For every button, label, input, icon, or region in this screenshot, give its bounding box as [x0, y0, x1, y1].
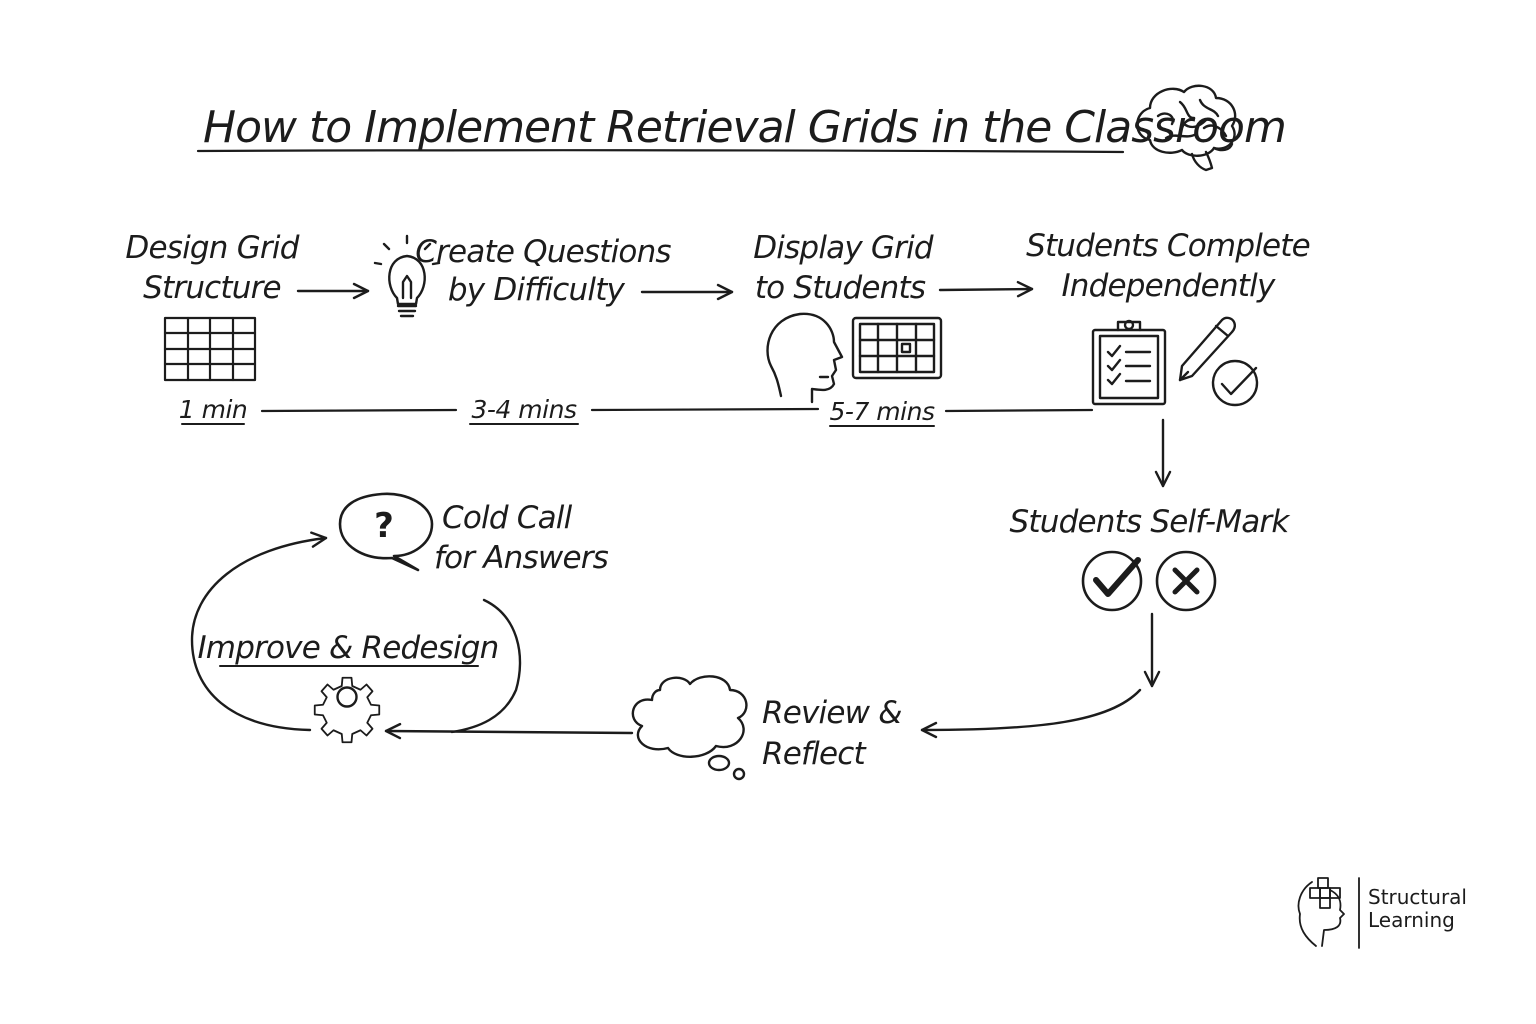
clipboard-pencil-check-icon [1091, 316, 1259, 407]
question-mark-glyph: ? [374, 506, 394, 546]
step-display-line2: to Students [755, 270, 926, 306]
page-title: How to Implement Retrieval Grids in the … [203, 102, 1286, 153]
step-complete-line2: Independently [1061, 268, 1276, 304]
step-create-line1: Create Questions [415, 234, 671, 270]
arrow-improve-to-coldcall [190, 531, 328, 732]
step-review-line2: Reflect [762, 736, 867, 772]
step-improve-label: Improve & Redesign [197, 630, 498, 666]
timing-step-1: 1 min [179, 395, 248, 424]
timeline-segment-1 [260, 408, 458, 413]
step-selfmark-label: Students Self-Mark [1010, 504, 1291, 540]
arrow-selfmark-to-review [920, 688, 1142, 739]
thought-cloud-icon [631, 675, 748, 781]
question-bubble-icon [338, 492, 434, 572]
arrow-display-to-complete [938, 280, 1034, 298]
brain-icon [1136, 84, 1237, 172]
step-design-line1: Design Grid [125, 230, 299, 266]
timeline-segment-3 [944, 408, 1094, 413]
logo-text-line2: Learning [1368, 908, 1455, 932]
timing-step-3: 5-7 mins [830, 397, 935, 426]
step-create-line2: by Difficulty [448, 272, 626, 308]
logo-text-line1: Structural [1368, 885, 1467, 909]
step-coldcall-line2: for Answers [434, 540, 609, 576]
step-complete-line1: Students Complete [1026, 228, 1310, 264]
structural-learning-logo-icon [1297, 877, 1360, 949]
lightbulb-icon [373, 234, 441, 318]
step-review-line1: Review & [762, 695, 902, 731]
step-display-line1: Display Grid [753, 230, 934, 266]
step-coldcall-line1: Cold Call [442, 500, 573, 536]
check-and-cross-icon [1081, 550, 1217, 612]
title-underline [196, 149, 1125, 154]
loop-arc-right [450, 598, 522, 734]
grid-icon [163, 316, 257, 382]
step-design-line2: Structure [143, 270, 281, 306]
gear-icon [313, 676, 381, 744]
timing-step-2: 3-4 mins [472, 395, 577, 424]
arrow-review-to-improve [384, 722, 634, 740]
timeline-segment-2 [590, 407, 820, 412]
head-and-screen-icon [766, 312, 943, 404]
